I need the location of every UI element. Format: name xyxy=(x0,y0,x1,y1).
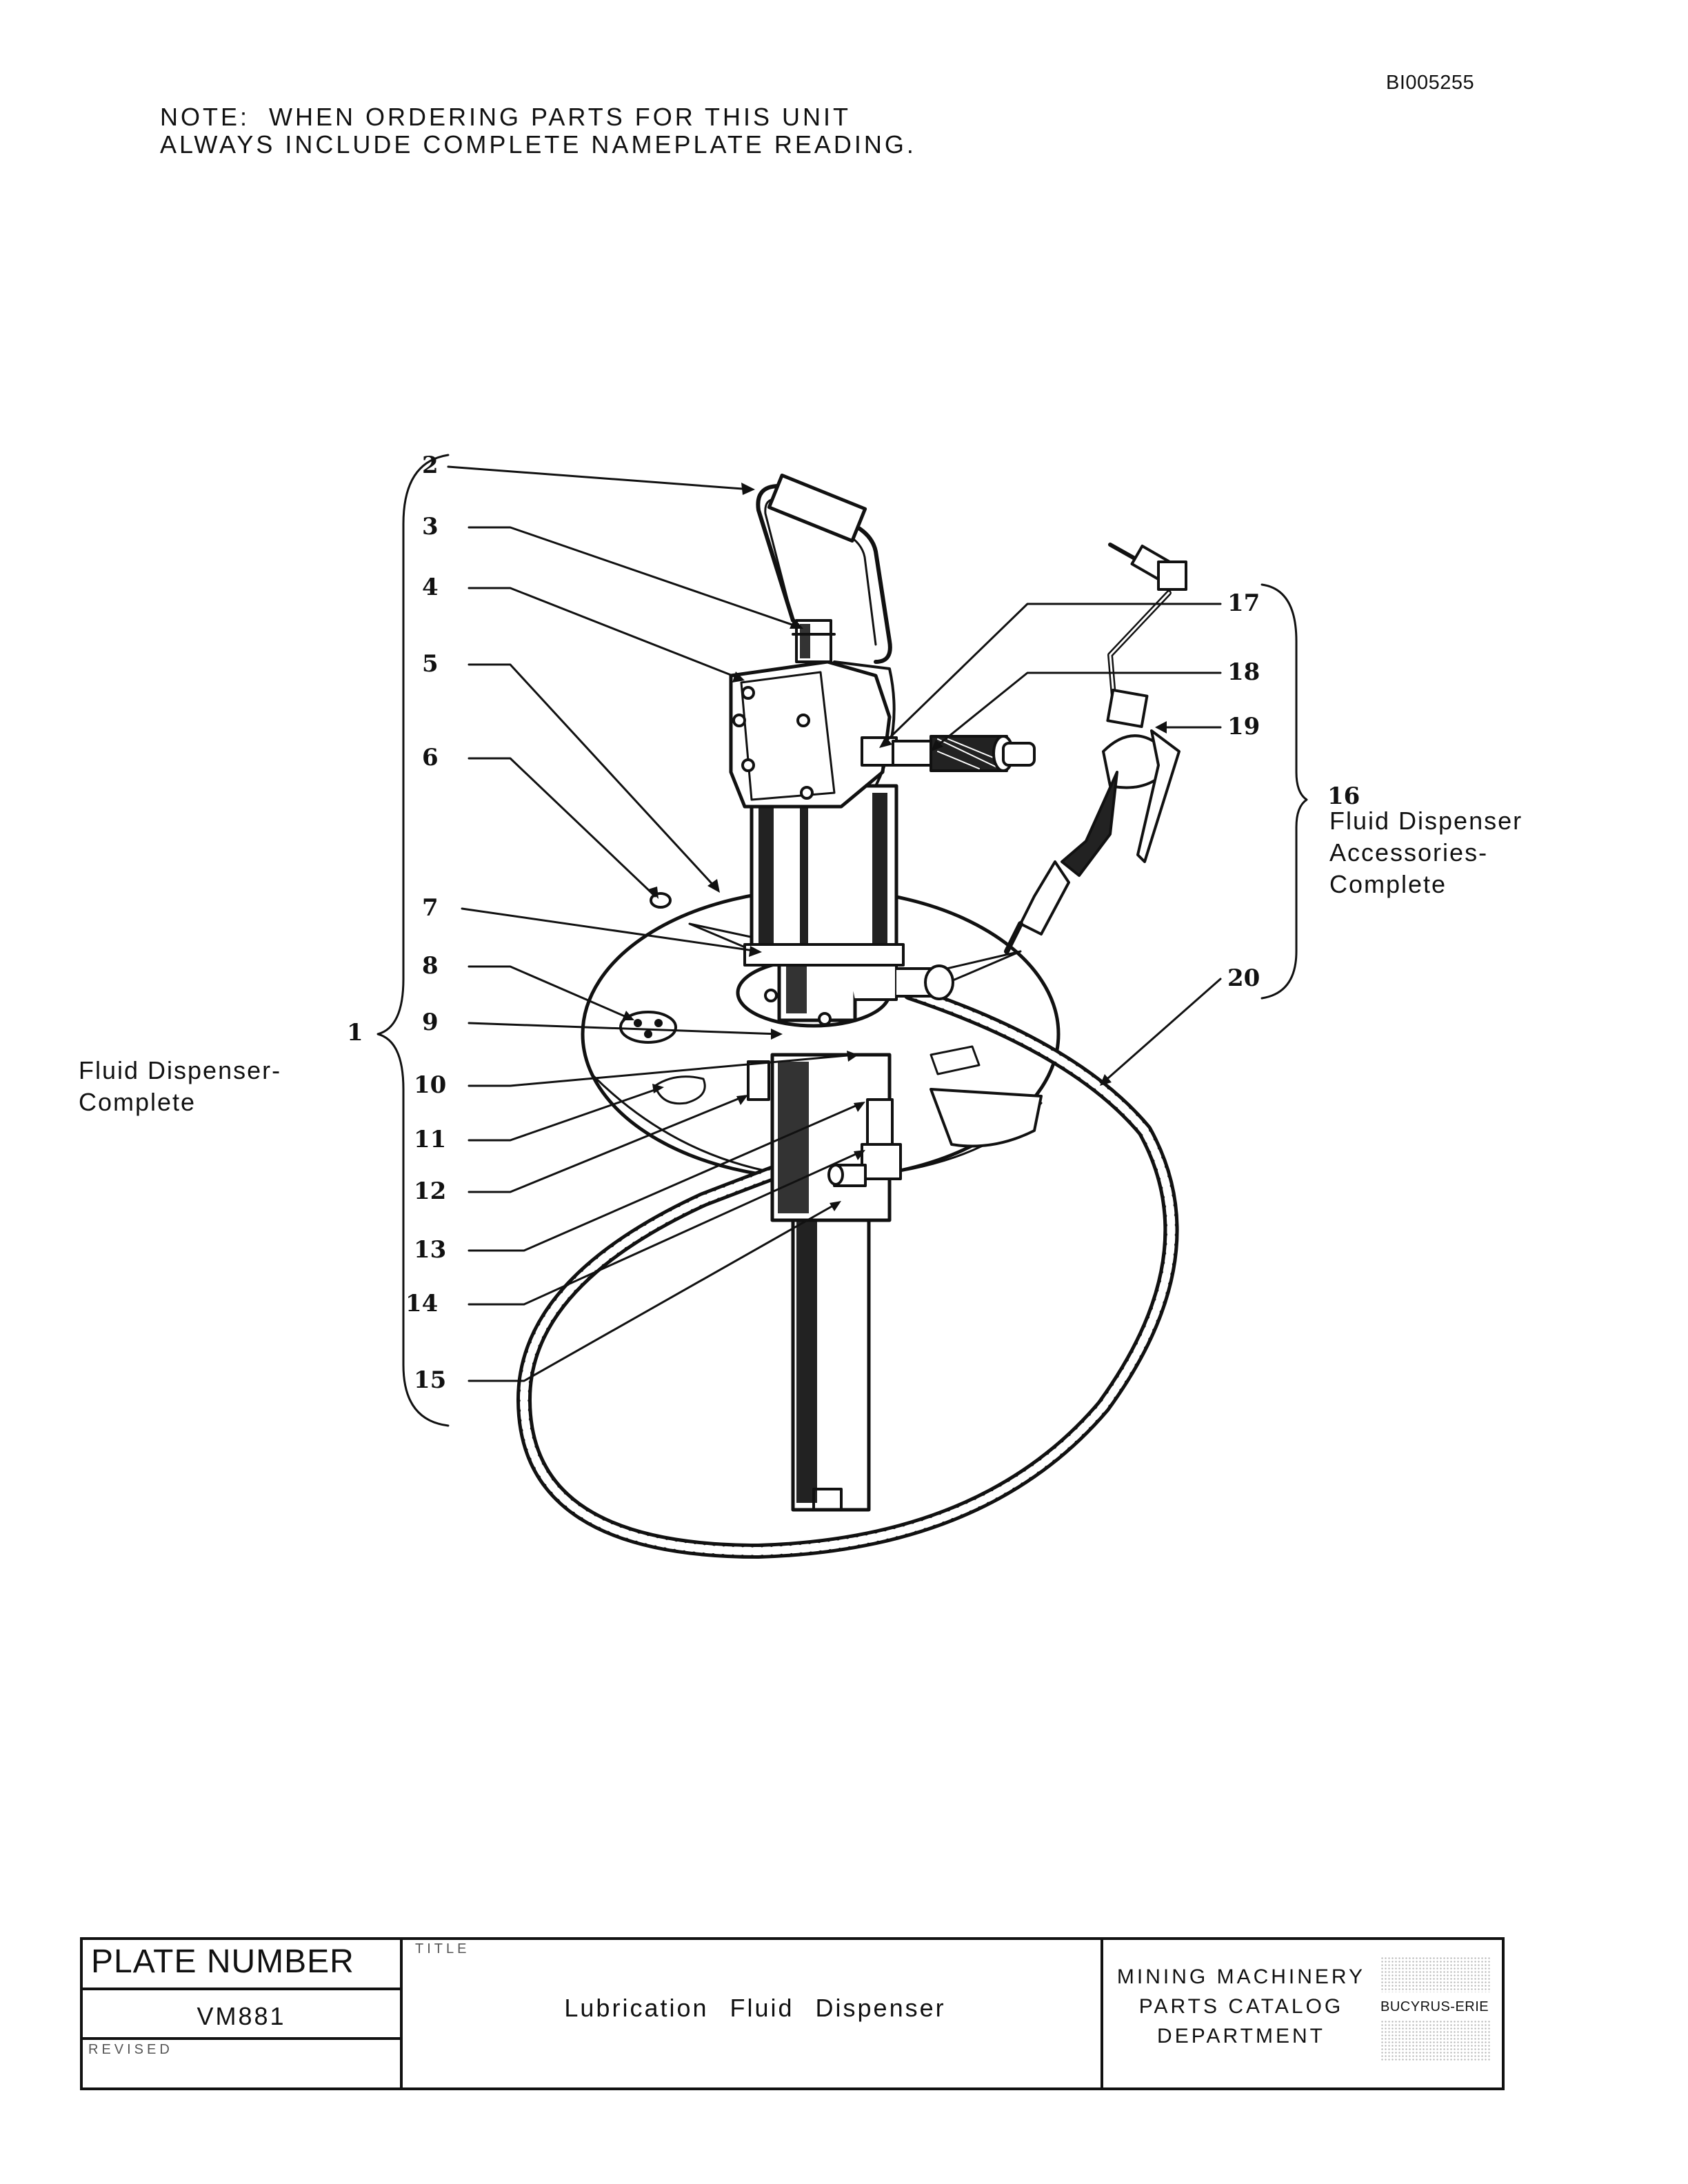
group-label-left: Fluid Dispenser- Complete xyxy=(79,1055,281,1118)
callout-7: 7 xyxy=(422,894,439,922)
department-line-1: MINING MACHINERY xyxy=(1116,1965,1366,1988)
brace-left xyxy=(376,454,450,1427)
company-logo-text: BUCYRUS-ERIE xyxy=(1380,1999,1489,2014)
group-label-right: Fluid Dispenser Accessories- Complete xyxy=(1329,805,1523,900)
air-coupler xyxy=(861,735,1036,772)
lid-opening xyxy=(654,1075,706,1105)
callout-1: 1 xyxy=(347,1019,363,1046)
department-line-3: DEPARTMENT xyxy=(1157,2025,1325,2048)
title-block-divider-1 xyxy=(400,1937,403,2090)
callout-9: 9 xyxy=(422,1009,439,1036)
pump-base xyxy=(736,956,954,1028)
callout-3: 3 xyxy=(422,513,439,540)
callout-15: 15 xyxy=(414,1366,447,1394)
drawing-title: Lubrication Fluid Dispenser xyxy=(564,1994,946,2022)
department-block: MINING MACHINERY PARTS CATALOG DEPARTMEN… xyxy=(1110,1962,1372,2051)
callout-8: 8 xyxy=(422,952,439,980)
callout-6: 6 xyxy=(422,744,439,771)
pump-head xyxy=(729,660,896,809)
note-line-1: NOTE: WHEN ORDERING PARTS FOR THIS UNIT xyxy=(160,103,852,131)
logo-pattern-bottom xyxy=(1380,2020,1491,2061)
title-block-divider-2 xyxy=(1101,1937,1103,2090)
plate-number-value: VM881 xyxy=(197,2002,286,2030)
plate-number-label: PLATE NUMBER xyxy=(91,1943,354,1980)
title-block xyxy=(80,1937,1505,2090)
suction-tube xyxy=(770,1053,892,1512)
callout-19: 19 xyxy=(1227,713,1260,740)
callout-11: 11 xyxy=(414,1126,447,1153)
arrowheads xyxy=(622,483,1167,1211)
group-label-right-line3: Complete xyxy=(1329,870,1447,898)
document-id: BI005255 xyxy=(1386,72,1475,94)
logo-pattern-top xyxy=(1380,1957,1491,1992)
lid-label xyxy=(930,1045,981,1075)
title-block-rule-1 xyxy=(80,1988,401,1990)
carry-handle xyxy=(756,473,892,664)
top-fitting xyxy=(792,619,836,663)
leader-lines xyxy=(447,465,1222,1382)
callout-5: 5 xyxy=(422,650,439,678)
callout-10: 10 xyxy=(414,1071,447,1099)
ordering-note: NOTE: WHEN ORDERING PARTS FOR THIS UNIT … xyxy=(160,103,916,159)
callout-2: 2 xyxy=(422,452,439,479)
title-label: TITLE xyxy=(415,1941,470,1957)
brace-right xyxy=(1260,583,1308,1000)
revised-label: REVISED xyxy=(88,2042,173,2057)
note-line-2: ALWAYS INCLUDE COMPLETE NAMEPLATE READIN… xyxy=(160,130,916,159)
bung-plate xyxy=(619,1011,677,1044)
department-line-2: PARTS CATALOG xyxy=(1138,1995,1344,2018)
callout-13: 13 xyxy=(414,1236,447,1264)
lower-fittings xyxy=(747,1060,902,1187)
callout-4: 4 xyxy=(422,574,439,601)
callout-12: 12 xyxy=(414,1177,447,1205)
dispense-gun xyxy=(1004,543,1187,954)
group-label-right-line2: Accessories- xyxy=(1329,838,1489,867)
callout-20: 20 xyxy=(1227,964,1260,992)
air-motor-cylinder xyxy=(743,784,905,967)
callout-17: 17 xyxy=(1227,589,1260,617)
lid-tab xyxy=(930,1088,1043,1148)
group-label-left-line2: Complete xyxy=(79,1088,197,1116)
title-block-rule-2 xyxy=(80,2037,401,2040)
callout-16: 16 xyxy=(1327,782,1360,810)
hose-loop xyxy=(516,985,1179,1559)
callout-14: 14 xyxy=(405,1290,439,1317)
group-label-right-line1: Fluid Dispenser xyxy=(1329,807,1523,835)
group-label-left-line1: Fluid Dispenser- xyxy=(79,1056,282,1084)
callout-18: 18 xyxy=(1227,658,1260,686)
